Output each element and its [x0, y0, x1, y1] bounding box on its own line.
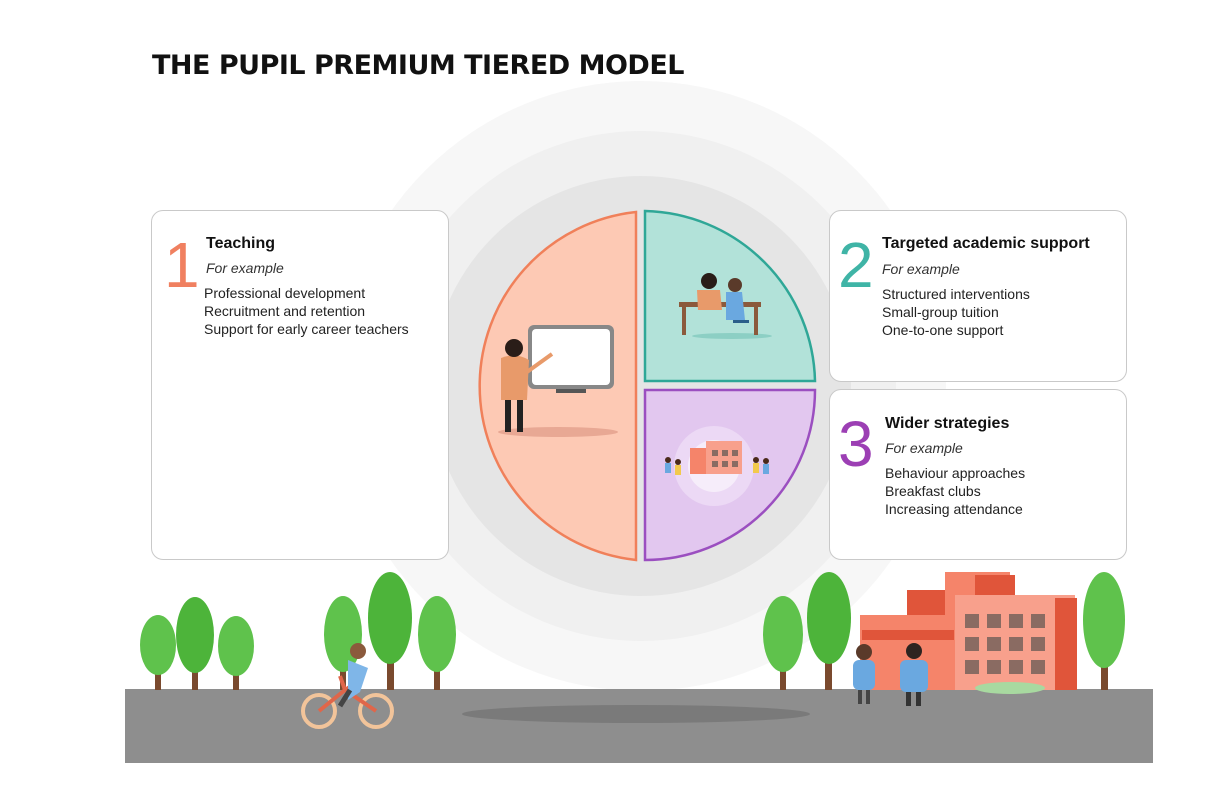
tier-items: Structured interventions Small-group tui… [882, 285, 1030, 339]
cyclist-illustration [301, 643, 394, 729]
list-item: Support for early career teachers [204, 321, 409, 337]
tier-sub: For example [885, 440, 963, 456]
tier-heading: Wider strategies [885, 415, 1010, 432]
list-item: Recruitment and retention [204, 303, 366, 319]
road [125, 689, 1153, 763]
tier-items: Behaviour approaches Breakfast clubs Inc… [885, 464, 1025, 518]
left-trees [140, 572, 456, 690]
teacher-whiteboard-illustration [498, 325, 618, 437]
page-title: THE PUPIL PREMIUM TIERED MODEL [152, 50, 684, 81]
tier-heading: Targeted academic support [882, 235, 1090, 252]
road-shadow [462, 705, 810, 723]
list-item: One-to-one support [882, 322, 1004, 338]
school-building-illustration [860, 572, 1077, 694]
list-item: Breakfast clubs [885, 483, 981, 499]
list-item: Small-group tuition [882, 304, 999, 320]
tier-card-targeted: 2 Targeted academic support For example … [829, 210, 1127, 382]
list-item: Behaviour approaches [885, 465, 1026, 481]
tier-card-teaching: 1 Teaching For example Professional deve… [151, 210, 449, 560]
tier-number: 2 [838, 229, 874, 301]
school-mini-illustration [665, 426, 769, 506]
tier-sub: For example [206, 260, 284, 276]
tier-pie [478, 209, 817, 562]
tier-number: 3 [838, 408, 874, 480]
tier-sub: For example [882, 261, 960, 277]
tier-number: 1 [164, 229, 200, 301]
list-item: Structured interventions [882, 286, 1030, 302]
list-item: Increasing attendance [885, 501, 1023, 517]
tier-items: Professional development Recruitment and… [204, 284, 409, 338]
list-item: Professional development [204, 285, 366, 301]
people-illustration [853, 643, 928, 706]
tier-card-wider: 3 Wider strategies For example Behaviour… [829, 389, 1127, 560]
right-trees [763, 572, 1125, 690]
tier-heading: Teaching [206, 235, 276, 252]
tutoring-table-illustration [679, 273, 772, 339]
